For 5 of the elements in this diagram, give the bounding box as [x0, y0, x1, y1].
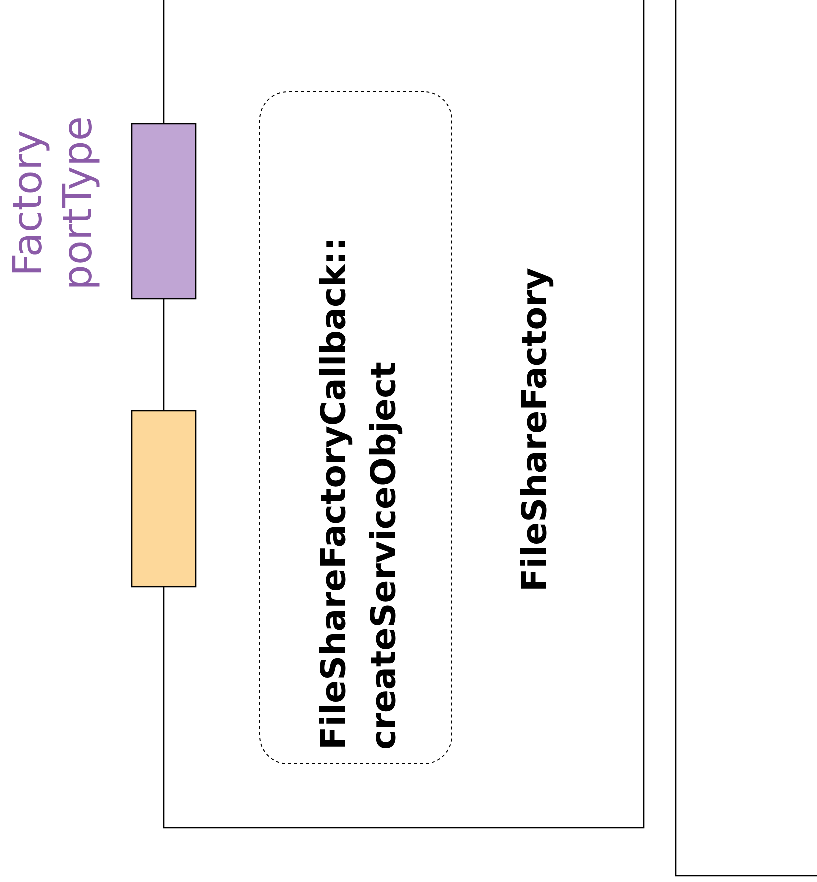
port-box: [131, 410, 197, 588]
component-label: FileShareFactoryCallback:: createServiceObject: [319, 241, 403, 749]
frame-box: [675, 0, 817, 877]
component-label: FileShareFactory: [520, 268, 554, 589]
port-label: Factory portType: [12, 118, 100, 287]
